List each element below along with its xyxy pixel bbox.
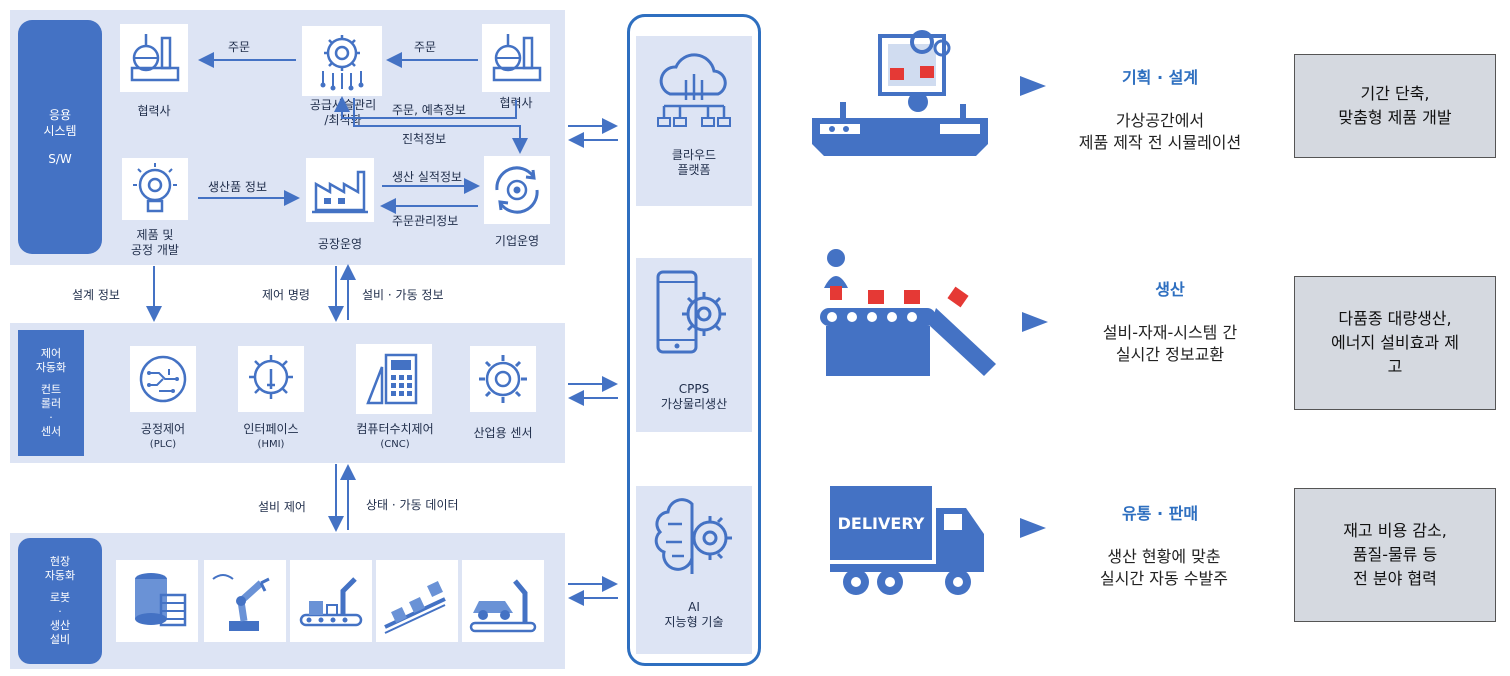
hmi-node <box>238 346 304 412</box>
car-robot-icon <box>469 579 537 633</box>
stage-distribution-desc: 생산 현황에 맞춘 실시간 자동 수발주 <box>1100 547 1228 588</box>
design-info-caption: 설계 정보 <box>72 288 120 302</box>
stage-production-result: 다품종 대량생산, 에너지 설비효과 제 고 <box>1294 276 1496 410</box>
product-info-caption: 생산품 정보 <box>208 180 268 194</box>
equip-control-caption: 설비 제어 <box>258 500 306 514</box>
stage-production-title: 생산 <box>1155 280 1185 299</box>
partner-left-node <box>120 24 188 92</box>
stage-design-illustration <box>810 22 990 158</box>
design-engineer-icon <box>812 30 988 156</box>
production-line-icon <box>820 249 996 376</box>
field-side-label: 현장 자동화 로봇 · 생산 설비 <box>18 538 102 664</box>
sensor-gear-icon <box>479 355 527 403</box>
cpps-card: CPPS 가상물리생산 <box>636 258 752 432</box>
stage-design-result: 기간 단축, 맞춤형 제품 개발 <box>1294 54 1496 158</box>
partner-right-label: 협력사 <box>499 96 533 110</box>
cnc-node <box>356 344 432 414</box>
brain-gear-icon <box>654 498 732 574</box>
sensor-node <box>470 346 536 412</box>
progress-caption: 진척정보 <box>402 132 447 146</box>
app-system-label: 응용 시스템 S/W <box>18 20 102 254</box>
factory-tank-icon <box>492 34 542 82</box>
calculator-icon <box>366 353 418 405</box>
cloud-platform-label: 클라우드 플랫폼 <box>671 148 717 177</box>
cloud-platform-card: 클라우드 플랫폼 <box>636 36 752 206</box>
ai-card: AI 지능형 기술 <box>636 486 752 654</box>
truck-delivery-text: DELIVERY <box>838 514 925 533</box>
status-data-caption: 상태 · 가동 데이터 <box>366 498 459 512</box>
conveyor-boxes-icon <box>384 581 446 634</box>
stage-distribution-result: 재고 비용 감소, 품질-물류 등 전 분야 협력 <box>1294 488 1496 622</box>
cycle-gear-icon <box>495 166 539 214</box>
field-equip-3 <box>290 560 372 642</box>
factory-icon <box>312 170 368 214</box>
stage-design-arrow <box>1020 76 1046 96</box>
partner-right-node <box>482 24 550 92</box>
circuit-bulb-icon <box>139 355 187 403</box>
control-side-label: 제어 자동화 컨트 롤러 · 센서 <box>18 330 84 456</box>
factory-tank-icon <box>130 34 180 82</box>
stage-design-desc: 가상공간에서 제품 제작 전 시뮬레이션 <box>1078 111 1242 152</box>
cylinder-stack-icon <box>135 573 187 627</box>
assembly-line-icon <box>299 577 363 627</box>
control-cmd-caption: 제어 명령 <box>262 288 310 302</box>
order-right-caption: 주문 <box>414 40 437 54</box>
partner-left-label: 협력사 <box>137 104 171 118</box>
stage-production-desc: 설비-자재-시스템 간 실시간 정보교환 <box>1102 323 1238 364</box>
plc-label: 공정제어 (PLC) <box>140 422 186 450</box>
field-equip-5 <box>462 560 544 642</box>
product-dev-node <box>122 158 188 220</box>
cpps-label: CPPS 가상물리생산 <box>660 382 728 411</box>
scm-node <box>302 26 382 96</box>
supply-chain-gear-icon <box>320 35 364 91</box>
cloud-network-icon <box>657 53 731 127</box>
stage-distribution-illustration: DELIVERY <box>828 484 988 604</box>
robot-arm-icon <box>212 574 270 631</box>
equip-info-caption: 설비 · 가동 정보 <box>362 288 444 302</box>
field-equip-4 <box>376 560 458 642</box>
stage-distribution-arrow <box>1020 518 1046 538</box>
order-left-caption: 주문 <box>228 40 251 54</box>
cnc-label: 컴퓨터수치제어 (CNC) <box>356 422 434 450</box>
field-equip-2 <box>204 560 286 642</box>
stage-distribution-title: 유통 · 판매 <box>1121 504 1199 523</box>
stage-design-title: 기획 · 설계 <box>1121 68 1199 87</box>
production-result-caption: 생산 실적정보 <box>392 170 463 184</box>
smartphone-gear-icon <box>656 270 726 354</box>
sensor-label: 산업용 센서 <box>473 426 533 440</box>
enterprise-ops-label: 기업운영 <box>494 234 540 248</box>
factory-ops-label: 공장운영 <box>317 237 363 251</box>
stage-production-arrow <box>1022 312 1048 332</box>
product-dev-label: 제품 및 공정 개발 <box>131 228 179 257</box>
factory-ops-node <box>306 158 374 222</box>
idea-bulb-gear-icon <box>133 163 177 213</box>
enterprise-ops-node <box>484 156 550 224</box>
field-equip-1 <box>116 560 198 642</box>
order-mgmt-caption: 주문관리정보 <box>392 214 459 228</box>
gear-touch-icon <box>249 355 293 399</box>
ai-label: AI 지능형 기술 <box>664 600 724 629</box>
order-forecast-caption: 주문, 예측정보 <box>392 103 466 117</box>
plc-node <box>130 346 196 412</box>
hmi-label: 인터페이스 (HMI) <box>243 422 299 450</box>
delivery-truck-icon: DELIVERY <box>830 486 984 595</box>
stage-production-illustration <box>814 244 1004 382</box>
